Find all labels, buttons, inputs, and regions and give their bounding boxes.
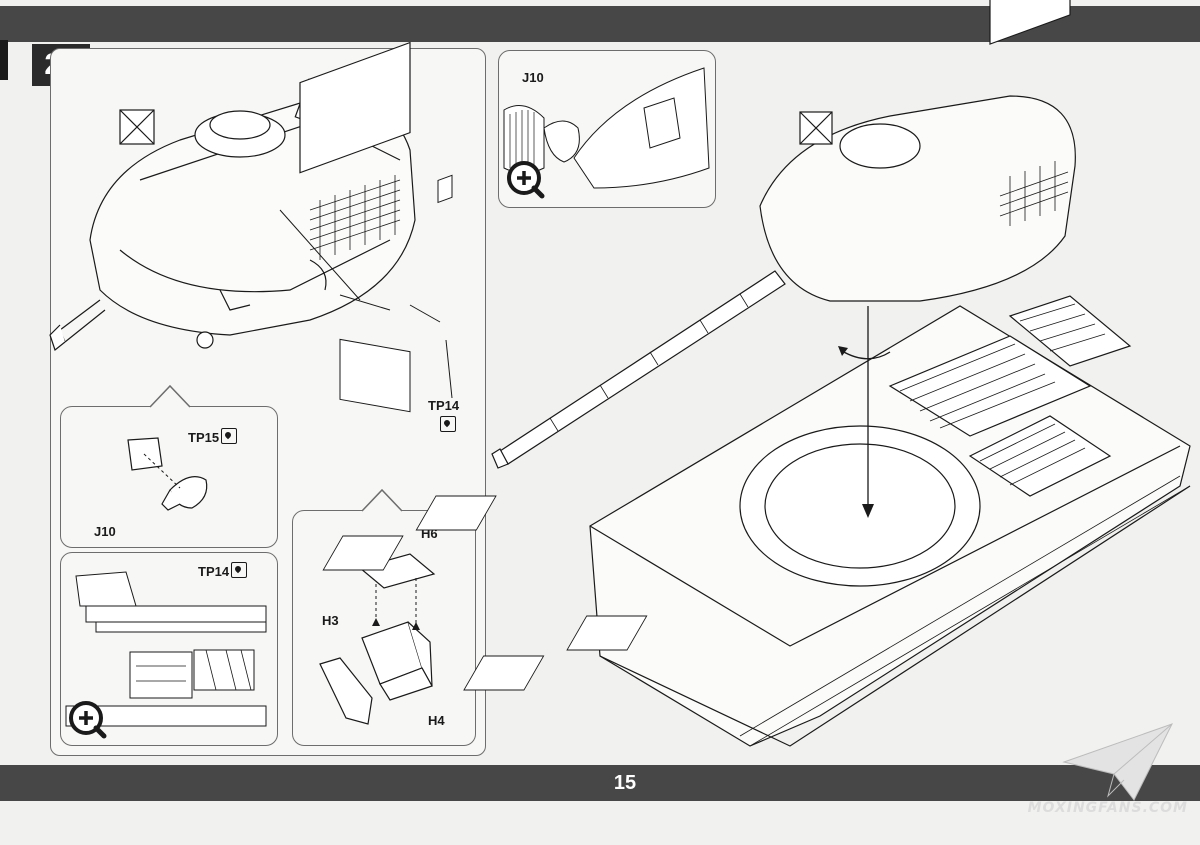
detail-box-tp15 xyxy=(60,406,278,548)
callout-tp14-detail: TP14 xyxy=(198,562,248,579)
callout-h4: H4 xyxy=(428,713,445,728)
paper-plane-logo xyxy=(1062,723,1173,801)
callout-h4-text: H4 xyxy=(428,713,445,728)
magnifier-plus-icon xyxy=(69,701,107,739)
callout-j10-detail-text: J10 xyxy=(94,524,116,539)
callout-tp14-main: TP14 xyxy=(428,398,459,413)
callout-j10-zoom: J10 xyxy=(522,70,544,85)
decal-marker-icon-tp15 xyxy=(221,428,238,444)
magnifier-plus-icon-2 xyxy=(507,161,545,199)
detail-box-tp15-pointer xyxy=(149,384,191,408)
callout-tp14-main-text: TP14 xyxy=(428,398,460,413)
callout-h3-text: H3 xyxy=(322,613,339,628)
callout-j10-zoom-text: J10 xyxy=(522,70,544,85)
detail-box-h-pointer xyxy=(361,488,403,512)
page-number: 15 xyxy=(613,772,637,794)
callout-tp15: TP15 xyxy=(188,428,238,445)
j10-zoom-illustration xyxy=(503,67,710,189)
callout-j10-detail: J10 xyxy=(94,524,116,539)
callout-h3: H3 xyxy=(322,613,339,628)
tp14-zoom-illustration xyxy=(65,571,267,727)
callout-tp14-detail-text: TP14 xyxy=(198,564,230,579)
turret-illustration xyxy=(49,41,453,413)
h-parts-illustration xyxy=(319,553,436,725)
callout-tp15-text: TP15 xyxy=(188,430,220,445)
tp15-part-illustration xyxy=(127,437,208,511)
decal-marker-icon-tp14 xyxy=(231,562,248,578)
watermark-text: MOXINGFANS.COM xyxy=(1027,800,1188,816)
bottom-footer-bar xyxy=(0,765,1200,801)
tp14-leader-line xyxy=(445,339,453,399)
tank-assembly-illustration xyxy=(322,0,1191,747)
binding-edge-mark xyxy=(0,40,8,80)
decal-marker-icon xyxy=(438,416,456,435)
